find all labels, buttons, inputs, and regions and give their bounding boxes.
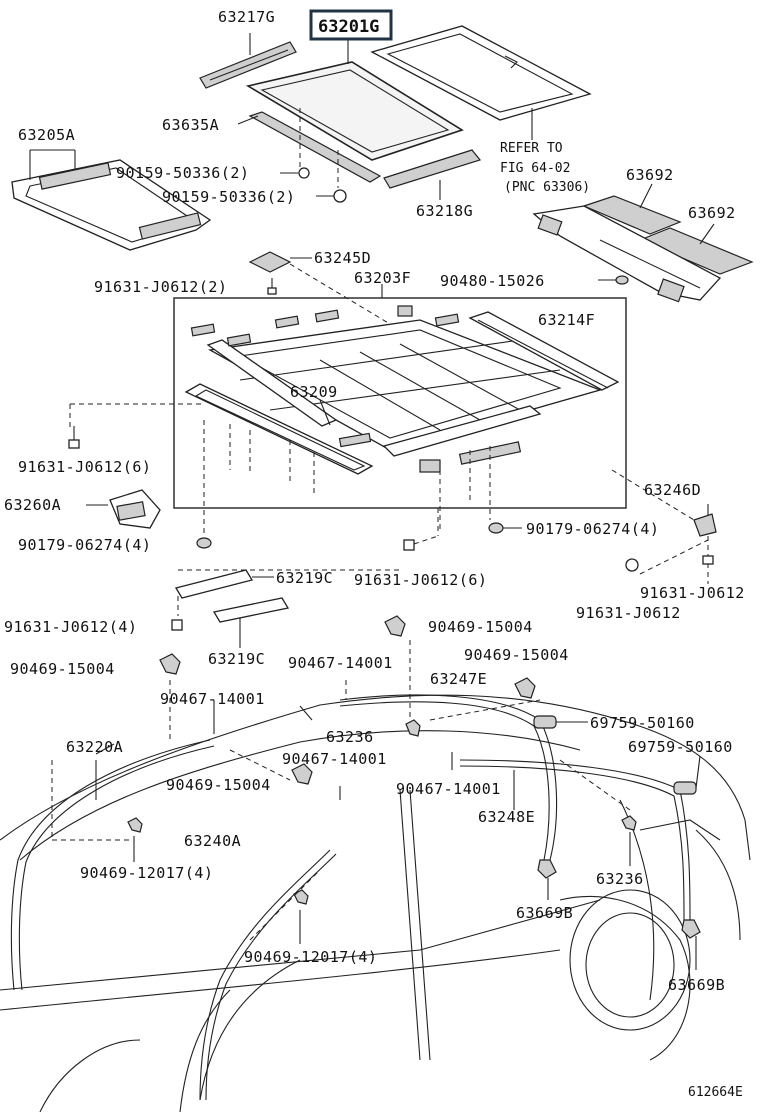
drain-frame-63209 <box>184 383 542 475</box>
label-63669b-b: 63669B <box>668 976 725 994</box>
label-91631-lower: 91631-J0612(4) <box>4 618 137 636</box>
label-63203f: 63203F <box>354 269 411 287</box>
label-91631-left: 91631-J0612(6) <box>18 458 151 476</box>
label-90480: 90480-15026 <box>440 272 545 290</box>
label-91631-upper: 91631-J0612(2) <box>94 278 227 296</box>
label-90469-d: 90469-15004 <box>166 776 271 794</box>
deflector-63692 <box>532 183 754 303</box>
label-63201g-highlighted: 63201G <box>318 17 379 37</box>
label-90179-left: 90179-06274(4) <box>18 536 151 554</box>
bolt-91631-right <box>625 555 714 572</box>
label-63248e: 63248E <box>478 808 535 826</box>
drain-hose-63220a <box>10 739 215 991</box>
strip-63217g <box>199 33 297 89</box>
weatherstrip-63635a <box>237 111 382 183</box>
highlight-box <box>309 9 393 41</box>
label-90159-upper: 90159-50336(2) <box>116 164 249 182</box>
label-90179-right: 90179-06274(4) <box>526 520 659 538</box>
clamps-90469 <box>127 615 637 905</box>
bracket-63245d <box>248 251 401 331</box>
bracket-63219c-upper <box>174 569 400 616</box>
screw-90159-upper <box>280 167 310 179</box>
leader-lines-lower <box>51 640 701 944</box>
dashed-leaders-box <box>69 403 491 536</box>
grommet-69759-upper <box>533 715 557 729</box>
assembly-brackets <box>190 305 522 473</box>
drain-hose-63248e <box>459 759 691 921</box>
label-69759-b: 69759-50160 <box>628 738 733 756</box>
label-63218g: 63218G <box>416 202 473 220</box>
label-69759-a: 69759-50160 <box>590 714 695 732</box>
elbows-63669b <box>537 859 701 970</box>
part-labels: 63217G 63201G 63205A 63635A REFER TO FIG… <box>4 8 745 1100</box>
label-63214f: 63214F <box>538 311 595 329</box>
label-63692-lower: 63692 <box>688 204 736 222</box>
label-90467-a: 90467-14001 <box>288 654 393 672</box>
refer-note-line3: (PNC 63306) <box>504 180 590 195</box>
rail-63214f <box>468 311 620 391</box>
sunshade-panel <box>370 25 592 140</box>
label-90467-d: 90467-14001 <box>396 780 501 798</box>
label-91631-right-b: 91631-J0612 <box>576 604 681 622</box>
label-63245d: 63245D <box>314 249 371 267</box>
bolt-91631-center <box>403 508 439 551</box>
label-63209: 63209 <box>290 383 338 401</box>
clip-90480 <box>598 275 629 285</box>
bolt-91631-lower <box>171 619 183 631</box>
glass-panel-63201g <box>245 40 464 161</box>
label-90469-b: 90469-15004 <box>10 660 115 678</box>
bolt-91631-left <box>68 426 80 449</box>
label-63260a: 63260A <box>4 496 61 514</box>
label-63240a: 63240A <box>184 832 241 850</box>
label-63205a: 63205A <box>18 126 75 144</box>
label-63236-a: 63236 <box>326 728 374 746</box>
label-90159-lower: 90159-50336(2) <box>162 188 295 206</box>
assembly-box-63203f <box>173 297 627 509</box>
label-90469-c: 90469-15004 <box>464 646 569 664</box>
label-63635a: 63635A <box>162 116 219 134</box>
label-63692-upper: 63692 <box>626 166 674 184</box>
car-body <box>0 694 751 1112</box>
label-90467-b: 90467-14001 <box>160 690 265 708</box>
clip-90179-left <box>196 537 212 549</box>
label-63669b-a: 63669B <box>516 904 573 922</box>
label-63219c-lower: 63219C <box>208 650 265 668</box>
clip-90179-right <box>488 522 522 534</box>
strip-63218g <box>383 149 482 200</box>
label-63236-b: 63236 <box>596 870 644 888</box>
motor-63260a <box>86 489 161 529</box>
drain-hose-63247e <box>339 694 558 861</box>
bolt-91631-upper <box>267 278 277 295</box>
label-90469-e: 90469-12017(4) <box>80 864 213 882</box>
label-91631-center: 91631-J0612(6) <box>354 571 487 589</box>
label-63247e: 63247E <box>430 670 487 688</box>
screw-90159-lower <box>316 189 347 203</box>
drain-hose-63240a <box>199 849 337 1101</box>
label-63246d: 63246D <box>644 481 701 499</box>
label-90467-c: 90467-14001 <box>282 750 387 768</box>
label-63220a: 63220A <box>66 738 123 756</box>
refer-note-line2: FIG 64-02 <box>500 161 570 176</box>
image-code: 612664E <box>688 1085 743 1100</box>
bracket-63246d <box>611 469 717 584</box>
label-63217g: 63217G <box>218 8 275 26</box>
frame-63205a <box>11 149 212 251</box>
label-63219c-upper: 63219C <box>276 569 333 587</box>
refer-note-line1: REFER TO <box>500 141 563 156</box>
grommet-69759-lower <box>673 781 697 795</box>
label-90469-f: 90469-12017(4) <box>244 948 377 966</box>
label-91631-right-a: 91631-J0612 <box>640 584 745 602</box>
bracket-63219c-lower <box>212 597 290 648</box>
label-90469-a: 90469-15004 <box>428 618 533 636</box>
